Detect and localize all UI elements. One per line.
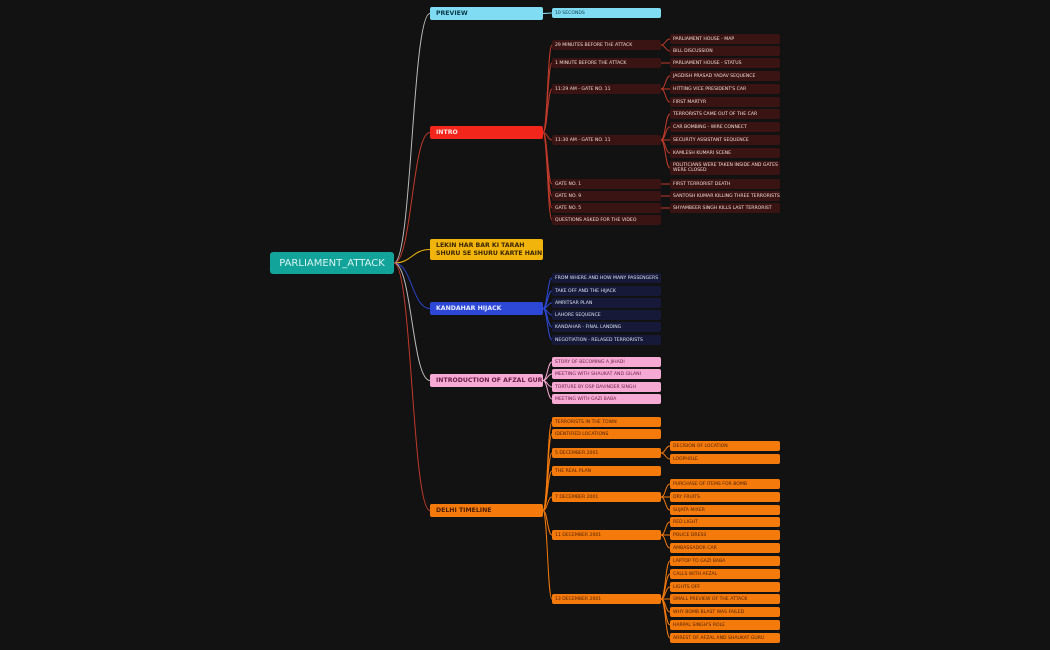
afzal-item[interactable]: MEETING WITH SHAUKAT AND GILANI [552, 369, 661, 379]
connector-line [660, 139, 671, 169]
connector-line [542, 380, 553, 400]
kandahar-item[interactable]: LAHORE SEQUENCE [552, 310, 661, 320]
intro-subitem[interactable]: HITTING VICE PRESIDENT'S CAR [670, 84, 780, 94]
connector-line [542, 470, 553, 511]
delhi-subitem[interactable]: LOOPHOLE [670, 454, 780, 464]
delhi-subitem[interactable]: LIGHTS OFF [670, 582, 780, 592]
intro-subitem[interactable]: FIRST MARTYR [670, 97, 780, 107]
connector-line [660, 496, 671, 511]
intro-subitem[interactable]: PARLIAMENT HOUSE - STATUS [670, 58, 780, 68]
connector-line [542, 132, 553, 221]
intro-subitem[interactable]: FIRST TERRORIST DEATH [670, 179, 780, 189]
root-node[interactable]: PARLIAMENT_ATTACK [270, 252, 394, 274]
connector-line [542, 277, 553, 309]
connector-line [660, 38, 671, 46]
connector-line [393, 262, 431, 511]
delhi-subitem[interactable]: POLICE DRESS [670, 530, 780, 540]
branch-kandahar-hijack[interactable]: KANDAHAR HIJACK [430, 302, 543, 315]
intro-item[interactable]: 11:30 AM - GATE NO. 11 [552, 135, 661, 145]
delhi-subitem[interactable]: HARPAL SINGH'S ROLE [670, 620, 780, 630]
connector-line [393, 132, 431, 264]
kandahar-item[interactable]: KANDAHAR - FINAL LANDING [552, 322, 661, 332]
delhi-subitem[interactable]: ARREST OF AFZAL AND SHAUKAT GURU [670, 633, 780, 643]
delhi-subitem[interactable]: DECISION OF LOCATION [670, 441, 780, 451]
intro-item[interactable]: GATE NO. 5 [552, 203, 661, 213]
afzal-item[interactable]: MEETING WITH GAZI BABA [552, 394, 661, 404]
intro-item[interactable]: 1 MINUTE BEFORE THE ATTACK [552, 58, 661, 68]
intro-subitem[interactable]: SANTOSH KUMAR KILLING THREE TERRORISTS [670, 191, 780, 201]
delhi-subitem[interactable]: AMBASSADOR CAR [670, 543, 780, 553]
connector-line [393, 13, 431, 264]
kandahar-item[interactable]: NEGOTIATION - RELASED TERRORISTS [552, 335, 661, 345]
connector-line [660, 75, 671, 90]
connector-line [660, 44, 671, 52]
delhi-subitem[interactable]: SMALL PREVIEW OF THE ATTACK [670, 594, 780, 604]
preview-item[interactable]: 10 SECONDS [552, 8, 661, 18]
connector-line [660, 598, 671, 639]
branch-delhi-timeline[interactable]: DELHI TIMELINE [430, 504, 543, 517]
branch-intro[interactable]: INTRO [430, 126, 543, 139]
intro-item[interactable]: GATE NO. 1 [552, 179, 661, 189]
connector-line [542, 62, 553, 133]
delhi-subitem[interactable]: CALLS WITH AFZAL [670, 569, 780, 579]
connector-line [542, 88, 553, 133]
branch-preview[interactable]: PREVIEW [430, 7, 543, 20]
intro-subitem[interactable]: SECURITY ASSISTANT SEQUENCE [670, 135, 780, 145]
intro-subitem[interactable]: PARLIAMENT HOUSE - MAP [670, 34, 780, 44]
intro-subitem[interactable]: POLITICIANS WERE TAKEN INSIDE AND GATES … [670, 161, 780, 175]
intro-subitem[interactable]: BILL DISCUSSION [670, 46, 780, 56]
kandahar-item[interactable]: AMRITSAR PLAN [552, 298, 661, 308]
delhi-subitem[interactable]: RED LIGHT [670, 517, 780, 527]
connector-line [393, 262, 431, 309]
delhi-subitem[interactable]: SUJATA MIXER [670, 505, 780, 515]
delhi-subitem[interactable]: WHY BOMB BLAST WAS FAILED [670, 607, 780, 617]
intro-subitem[interactable]: KAMLESH KUMARI SCENE [670, 148, 780, 158]
intro-item[interactable]: GATE NO. 9 [552, 191, 661, 201]
kandahar-item[interactable]: TAKE OFF AND THE HIJACK [552, 286, 661, 296]
connector-line [542, 308, 553, 341]
intro-item[interactable]: 29 MINUTES BEFORE THE ATTACK [552, 40, 661, 50]
intro-subitem[interactable]: SHYAMBEER SINGH KILLS LAST TERRORIST [670, 203, 780, 213]
branch-lekin[interactable]: LEKIN HAR BAR KI TARAH SHURU SE SHURU KA… [430, 239, 543, 260]
connector-line [660, 521, 671, 536]
connector-line [542, 12, 553, 14]
connector-line [542, 496, 553, 511]
delhi-item[interactable]: THE REAL PLAN [552, 466, 661, 476]
afzal-item[interactable]: STORY OF BECOMING A JIHADI [552, 357, 661, 367]
delhi-item[interactable]: 11 DECEMBER 2001 [552, 530, 661, 540]
delhi-item[interactable]: 5 DECEMBER 2001 [552, 448, 661, 458]
delhi-item[interactable]: IDENTIFIED LOCATIONS [552, 429, 661, 439]
intro-subitem[interactable]: CAR BOMBING - WIRE CONNECT [670, 122, 780, 132]
connector-line [660, 452, 671, 460]
connector-line [660, 445, 671, 454]
delhi-subitem[interactable]: LAPTOP TO GAZI BABA [670, 556, 780, 566]
connector-line [542, 510, 553, 600]
connector-line [393, 262, 431, 381]
delhi-subitem[interactable]: PURCHASE OF ITEMS FOR BOMB [670, 479, 780, 489]
intro-subitem[interactable]: JAGDISH PRASAD YADAV SEQUENCE [670, 71, 780, 81]
connector-line [660, 483, 671, 498]
delhi-subitem[interactable]: DRY FRUITS [670, 492, 780, 502]
connector-line [542, 44, 553, 133]
delhi-item[interactable]: 7 DECEMBER 2001 [552, 492, 661, 502]
connector-line [660, 88, 671, 103]
kandahar-item[interactable]: FROM WHERE AND HOW MANY PASSENGERS [552, 273, 661, 283]
afzal-item[interactable]: TORTURE BY DSP DAVINDER SINGH [552, 382, 661, 392]
intro-item[interactable]: 11:29 AM - GATE NO. 11 [552, 84, 661, 94]
delhi-item[interactable]: TERRORISTS IN THE TOWN [552, 417, 661, 427]
connector-line [393, 249, 431, 264]
delhi-item[interactable]: 13 DECEMBER 2001 [552, 594, 661, 604]
connector-line [660, 534, 671, 549]
branch-afzal-guru[interactable]: INTRODUCTION OF AFZAL GURU [430, 374, 543, 387]
intro-subitem[interactable]: TERRORISTS CAME OUT OF THE CAR [670, 109, 780, 119]
intro-item[interactable]: QUESTIONS ASKED FOR THE VIDEO [552, 215, 661, 225]
